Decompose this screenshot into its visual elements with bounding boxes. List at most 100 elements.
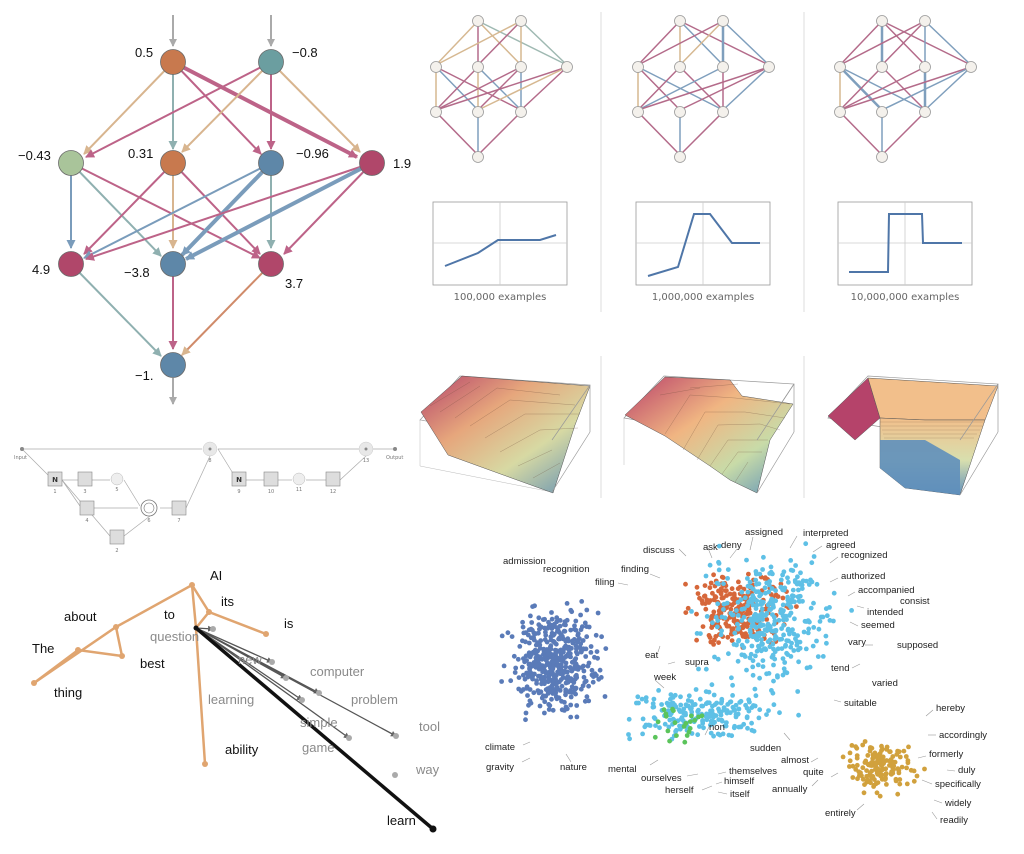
embedding-point [787,631,792,637]
embedding-point [556,669,562,674]
embedding-label: specifically [935,779,981,790]
value-label: 1.9 [393,156,411,171]
embedding-point [791,648,797,653]
embedding-point [666,724,672,730]
embedding-point [574,703,580,708]
embedding-point [667,738,672,744]
embedding-point [573,661,579,667]
embedding-point [705,700,710,705]
embedding-point [555,663,560,669]
embedding-point [863,758,869,764]
embedding-point [814,638,819,644]
value-label: 0.5 [135,45,153,60]
embedding-point [718,591,724,597]
embedding-point [545,691,551,696]
embedding-point [694,631,700,636]
embedding-point [908,767,914,773]
node-hidden-7 [258,251,284,277]
embedding-point [667,703,673,709]
embedding-label: accompanied [858,585,915,596]
embedding-point [719,614,725,620]
embedding-point [540,675,545,681]
embedding-point [770,601,775,606]
embedding-point [869,760,874,766]
embedding-point [548,622,554,628]
word-label: AI [210,568,222,583]
embedding-point [584,624,589,629]
embedding-point [805,630,811,636]
embedding-point [708,580,714,586]
embedding-point [849,608,854,613]
embedding-point [766,582,772,588]
embedding-point [897,777,903,782]
word-label: to [164,607,175,622]
embedding-point [780,595,786,601]
embedding-point [707,714,713,719]
embedding-point [776,617,782,623]
embedding-point [559,683,565,689]
embedding-label: recognition [543,564,589,575]
embedding-label: filing [595,577,615,588]
embedding-point [754,648,760,654]
embedding-point [911,778,917,784]
embedding-point [536,690,542,696]
embedding-point [536,630,541,636]
embedding-point [699,703,705,709]
embedding-point [801,629,807,635]
embedding-point [760,664,766,669]
embedding-point [520,687,526,692]
embedding-point [854,745,860,751]
embedding-point [785,626,791,632]
embedding-point [745,589,751,595]
embedding-point [542,699,548,705]
embedding-point [781,587,787,593]
pipeline-node-number: 12 [330,489,336,495]
embedding-point [873,760,878,766]
embedding-point [883,776,888,782]
embedding-point [904,765,909,771]
embedding-point [652,716,658,722]
embedding-point [904,781,910,787]
embedding-label: readily [940,815,968,826]
embedding-point [674,727,679,733]
embedding-point [811,600,816,606]
embedding-point [595,655,600,661]
embedding-point [572,623,577,629]
embedding-point [799,586,805,591]
embedding-point [716,717,722,722]
embedding-point [862,782,867,787]
embedding-point [766,671,772,676]
embedding-point [735,613,741,618]
embedding-point [860,765,866,771]
embedding-point [574,672,579,678]
embedding-point [594,649,600,654]
embedding-point [681,706,687,712]
embedding-point [753,693,759,699]
embedding-label: authorized [841,571,885,582]
embedding-point [739,631,745,637]
embedding-point [700,718,705,723]
surface-plots [419,375,999,496]
embedding-point [686,693,692,699]
embedding-point [671,708,676,714]
embedding-label: themselves [729,766,777,777]
embedding-point [682,739,688,745]
embedding-point [546,662,552,668]
embedding-point [879,767,885,773]
embedding-point [806,626,812,632]
embedding-point [579,624,585,630]
embedding-point [741,645,747,650]
embedding-point [634,700,639,706]
embedding-point [713,634,719,639]
embedding-point [758,648,764,654]
embedding-point [897,781,903,787]
embedding-point [840,754,846,760]
embedding-point [547,703,553,708]
embedding-point [824,613,830,619]
embedding-point [555,627,561,633]
embedding-point [877,754,882,760]
node-hidden-4 [359,150,385,176]
embedding-point [847,750,853,756]
embedding-point [693,687,699,692]
embedding-point [792,616,797,622]
